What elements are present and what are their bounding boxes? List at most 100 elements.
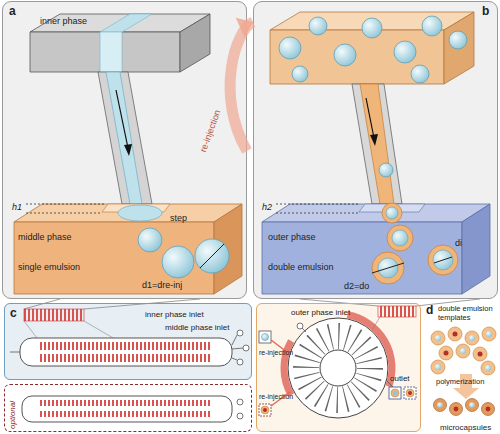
inlet [237, 399, 243, 405]
template [448, 327, 462, 341]
figure-label: double emulsion [268, 262, 334, 272]
chip-box: outer phase inletre-injectionre-injectio… [256, 303, 421, 432]
emulsion-icon [259, 331, 271, 343]
diameter-line [372, 263, 404, 273]
figure-label: outer phase [268, 232, 316, 242]
droplet [309, 17, 327, 35]
droplet [362, 18, 382, 38]
arrow-head [124, 144, 132, 156]
inner-liquid [106, 72, 142, 204]
middle-phase-front [14, 222, 214, 294]
panel-letter: a [9, 5, 16, 19]
step-channels [40, 411, 210, 417]
double-emulsion-shell [428, 245, 458, 275]
outlet-line [10, 352, 20, 353]
template-core [435, 364, 441, 370]
channel-wall [98, 72, 152, 204]
capsule-core [454, 407, 459, 412]
panel-letter: b [482, 5, 489, 19]
template [473, 347, 487, 361]
chip-fill [256, 303, 421, 432]
capsule-core [437, 402, 443, 408]
inlet [237, 330, 243, 336]
template-core [435, 335, 441, 341]
drop-core [386, 207, 398, 219]
template-core [469, 335, 475, 341]
zoom-channels [378, 306, 416, 317]
capsule [450, 403, 463, 416]
template [481, 361, 495, 375]
template [482, 327, 496, 341]
outer-phase-side [462, 204, 490, 294]
inlet-label: outer phase inlet [291, 308, 350, 317]
channel-outline [20, 338, 232, 366]
emulsion-drop [391, 389, 399, 397]
droplet [411, 65, 429, 83]
double-emulsion-core [433, 250, 453, 270]
template-core [485, 365, 491, 371]
emulsion-drop [261, 406, 269, 414]
outer-phase-front [262, 222, 462, 294]
zoom-line [24, 299, 60, 309]
reinjection-block-side [444, 12, 474, 84]
inlet [237, 359, 243, 365]
template-core [453, 332, 458, 337]
figure-label: d [426, 304, 433, 318]
template [456, 344, 470, 358]
droplet [449, 31, 467, 49]
height-line [26, 213, 100, 214]
figure-label: di [455, 238, 462, 248]
droplet [334, 44, 356, 66]
inlet-slot [100, 14, 152, 32]
figure-label: single emulsion [18, 262, 80, 272]
figure-label: polymerization [436, 378, 484, 387]
emulsion-core [408, 391, 412, 395]
chip-block-front [30, 32, 180, 72]
channel-outline [22, 396, 232, 422]
droplet [195, 239, 229, 273]
middle-phase-top [14, 204, 242, 222]
height-line [276, 204, 360, 205]
capsule-core [486, 407, 491, 412]
zoom-line [84, 299, 200, 309]
diameter-line [200, 244, 224, 268]
capsule [434, 399, 447, 412]
inlet [243, 345, 249, 351]
reinjection-block-front [270, 30, 444, 84]
figure-label: h1 [12, 202, 22, 212]
inlet-label: inner phase inlet [145, 310, 204, 319]
emulsion-core [393, 391, 397, 395]
zoom-channels [24, 309, 84, 321]
inlet-line [232, 335, 243, 360]
capsule [482, 403, 495, 416]
figure-label: h2 [262, 202, 272, 212]
droplet [394, 41, 416, 63]
figure-label: step [170, 213, 187, 223]
emulsion-drop [406, 389, 414, 397]
zoom-line [372, 317, 380, 330]
edge-label: re-injection [198, 109, 223, 154]
panel: b [253, 1, 498, 299]
emulsion-drop [262, 334, 269, 341]
double-emulsion-core [392, 230, 408, 246]
chip-block-side [180, 14, 210, 72]
forming-drop [118, 205, 162, 221]
panel: a [2, 1, 247, 299]
flow-arrow [116, 90, 128, 148]
height-line [26, 204, 104, 205]
reinjection-connector [230, 22, 253, 151]
step-channels [40, 400, 210, 406]
device-ring [288, 318, 388, 418]
panel-letter: c [10, 307, 17, 321]
diameter-line [434, 257, 452, 263]
droplet [138, 228, 162, 252]
optional-chip-box: optional [4, 384, 252, 432]
templates [431, 327, 496, 375]
template [431, 360, 445, 374]
microcapsules [434, 399, 495, 416]
figure-label: d2=do [344, 281, 369, 291]
reinjection-label: re-injection [259, 349, 293, 357]
figure-label: microcapsules [440, 423, 491, 432]
